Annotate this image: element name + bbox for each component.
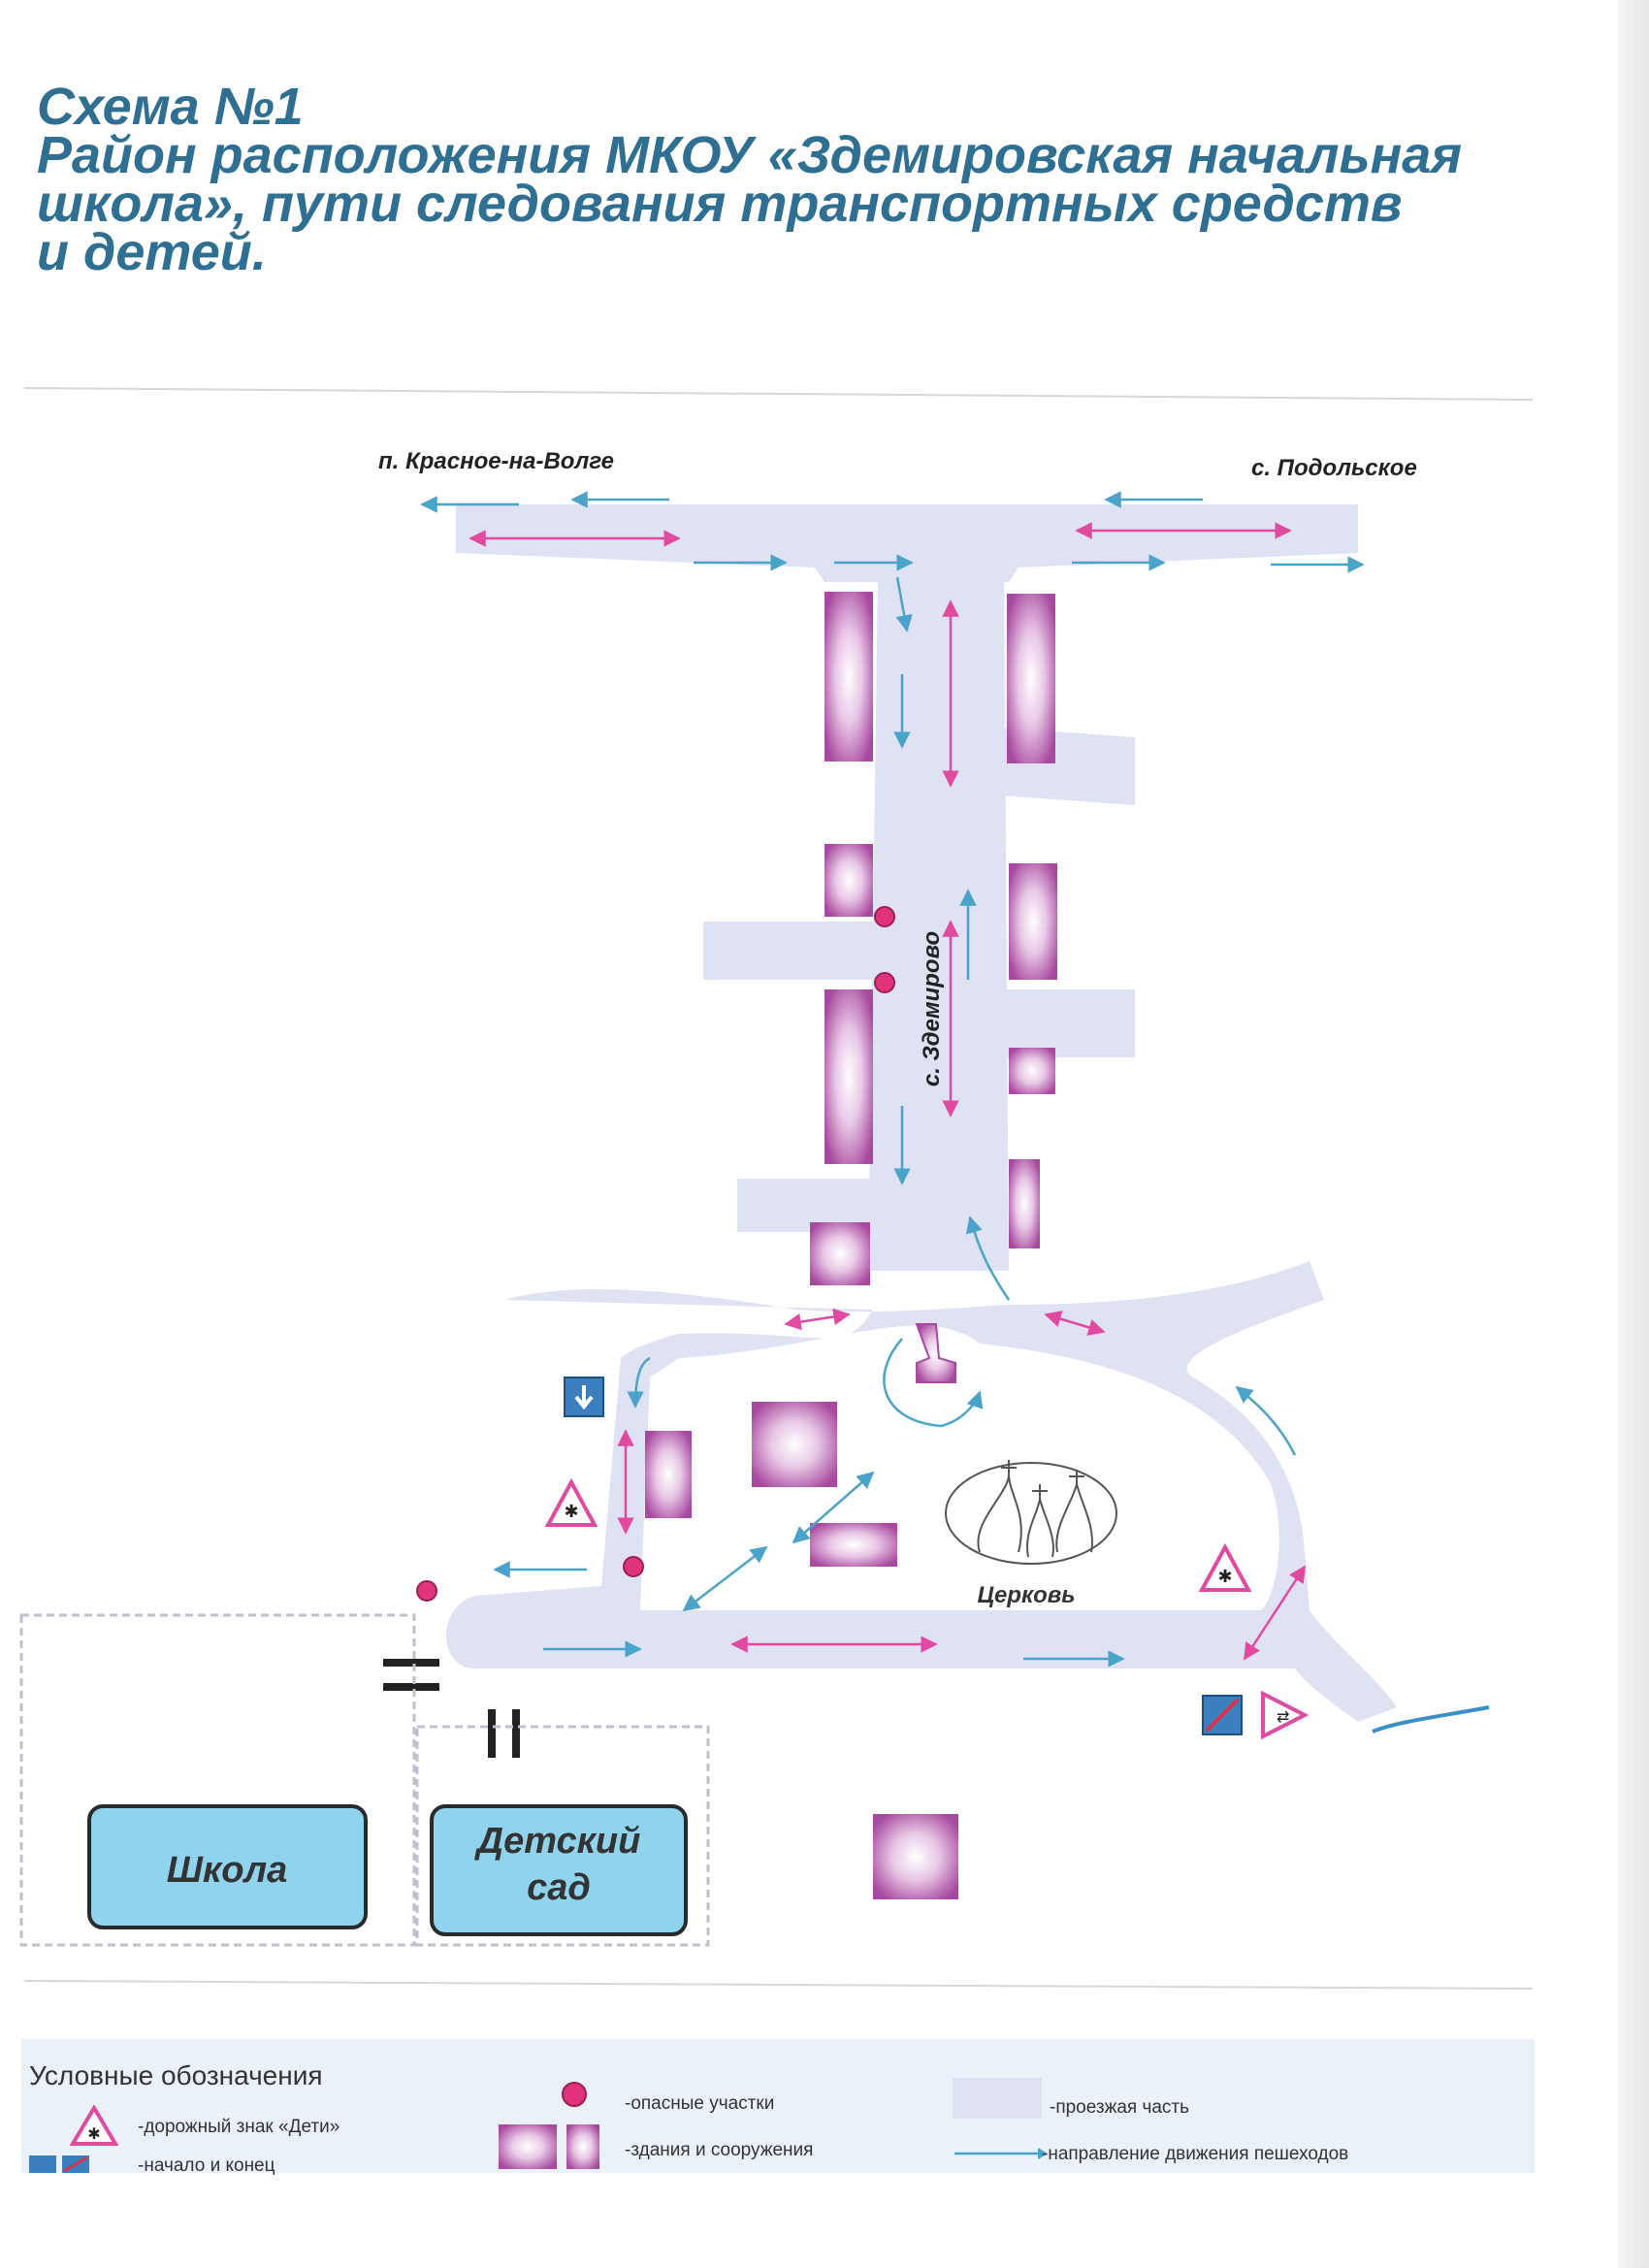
pedestrian-arrow [883,1338,984,1428]
building [1009,863,1057,980]
scan-edge [1618,0,1649,2268]
building [873,1814,958,1899]
page-title: Схема №1 Район расположения МКОУ «Здемир… [37,78,1550,281]
legend-pedestrian-direction: -направление движения пешеходов [1042,2144,1349,2164]
danger-zone-dot [874,972,895,993]
road-side-left-1 [703,922,883,980]
legend-buildings: -здания и сооружения [625,2140,814,2160]
arrow-down-icon [574,1385,594,1410]
legend-buildings-icon [499,2124,599,2169]
destination-right: с. Подольское [1251,455,1417,481]
crossing-stripe [512,1709,520,1758]
building [1009,1048,1055,1094]
crossing-stripe [383,1683,439,1691]
legend-roadway: -проезжая часть [1050,2097,1190,2118]
building [1009,1159,1040,1248]
pedestrian-arrow [895,576,913,632]
end-strike [1205,1698,1240,1733]
kindergarten-building [430,1804,688,1936]
school: Школа [87,1804,368,1929]
kindergarten-label-1: Детский [474,1821,641,1862]
two-way-sign-icon [1261,1690,1310,1740]
cross-icon [1001,1460,1084,1502]
vehicle-arrow [1243,1565,1307,1661]
title-line-2: Район расположения МКОУ «Здемировская на… [37,126,1463,184]
legend-danger-zones: -опасные участки [625,2093,775,2114]
road-side-left-2 [737,1179,873,1232]
roadway [446,504,1397,1722]
separator-bottom [23,1980,1534,1990]
road-side-right-2 [999,989,1135,1057]
destination-left: п. Красное-на-Волге [378,448,614,474]
legend-children-sign-icon: ✱ [70,2105,118,2146]
school-fence [19,1613,416,1947]
legend-start-end: -начало и конец [138,2155,275,2176]
children-glyph: ✱ [564,1502,578,1521]
church-label: Церковь [977,1582,1075,1608]
two-way-glyph: ⇄ [1277,1709,1289,1726]
building [810,1222,870,1285]
children-sign-icon [1198,1542,1252,1592]
school-label: Школа [167,1850,287,1891]
legend-roadway-swatch [953,2078,1042,2119]
legend-danger-icon [562,2082,587,2107]
building [1007,594,1055,763]
building [824,844,873,917]
church: Церковь [945,1460,1117,1608]
legend-start-end-icon [29,2155,89,2173]
sign-start [564,1377,604,1417]
danger-zones [416,906,895,1602]
church-outline [945,1462,1117,1565]
vehicle-arrow [784,1308,851,1331]
kindergarten-label-2: сад [527,1867,591,1908]
kindergarten: Детский сад [430,1804,688,1936]
crossing-stripe [488,1709,496,1758]
pedestrian-arrow [1235,1385,1297,1456]
scheme-map: Церковь п. Красное-на-Волге с. Подольско… [19,387,1534,1990]
building [824,592,873,761]
building [752,1402,837,1487]
legend: Условные обозначения ✱ -дорожный знак «Д… [21,2039,1535,2176]
building [810,1523,897,1567]
crossing-stripe [383,1659,439,1667]
water-stream [1372,1705,1490,1733]
legend-pedestrian-arrow-icon [954,2148,1048,2159]
sign-two-way: ⇄ [1261,1690,1310,1740]
pedestrian-arrows [420,491,1490,1733]
separator-top [23,387,1534,401]
crossings [383,1659,520,1758]
title-line-1: Схема №1 [37,78,304,136]
vehicle-arrows [469,522,1307,1661]
pedestrian-arrow [682,1545,768,1612]
legend-children-sign: -дорожный знак «Дети» [138,2117,340,2137]
danger-zone-dot [874,906,895,927]
title-line-3: школа», пути следования транспортных сре… [37,175,1403,233]
kindergarten-fence [415,1725,710,1947]
pedestrian-arrow [627,1356,651,1409]
building [645,1431,692,1518]
children-glyph: ✱ [1217,1567,1232,1586]
legend-title: Условные обозначения [29,2060,323,2090]
pedestrian-arrow [965,1215,1011,1301]
danger-zone-dot [623,1556,644,1577]
road-main-top [456,504,1358,582]
village-label: с. Здемирово [919,931,945,1086]
danger-zone-dot [416,1580,437,1602]
sign-children-2: ✱ [1198,1542,1252,1592]
children-sign-icon [544,1477,598,1527]
title-line-4: и детей. [37,223,267,281]
svg-text:✱: ✱ [87,2126,100,2143]
pedestrian-arrow [792,1471,875,1544]
sign-end [1202,1695,1243,1735]
building [824,989,873,1164]
monument [915,1323,956,1383]
sign-children-1: ✱ [544,1477,598,1527]
vehicle-arrow [1044,1311,1106,1336]
school-building [87,1804,368,1929]
